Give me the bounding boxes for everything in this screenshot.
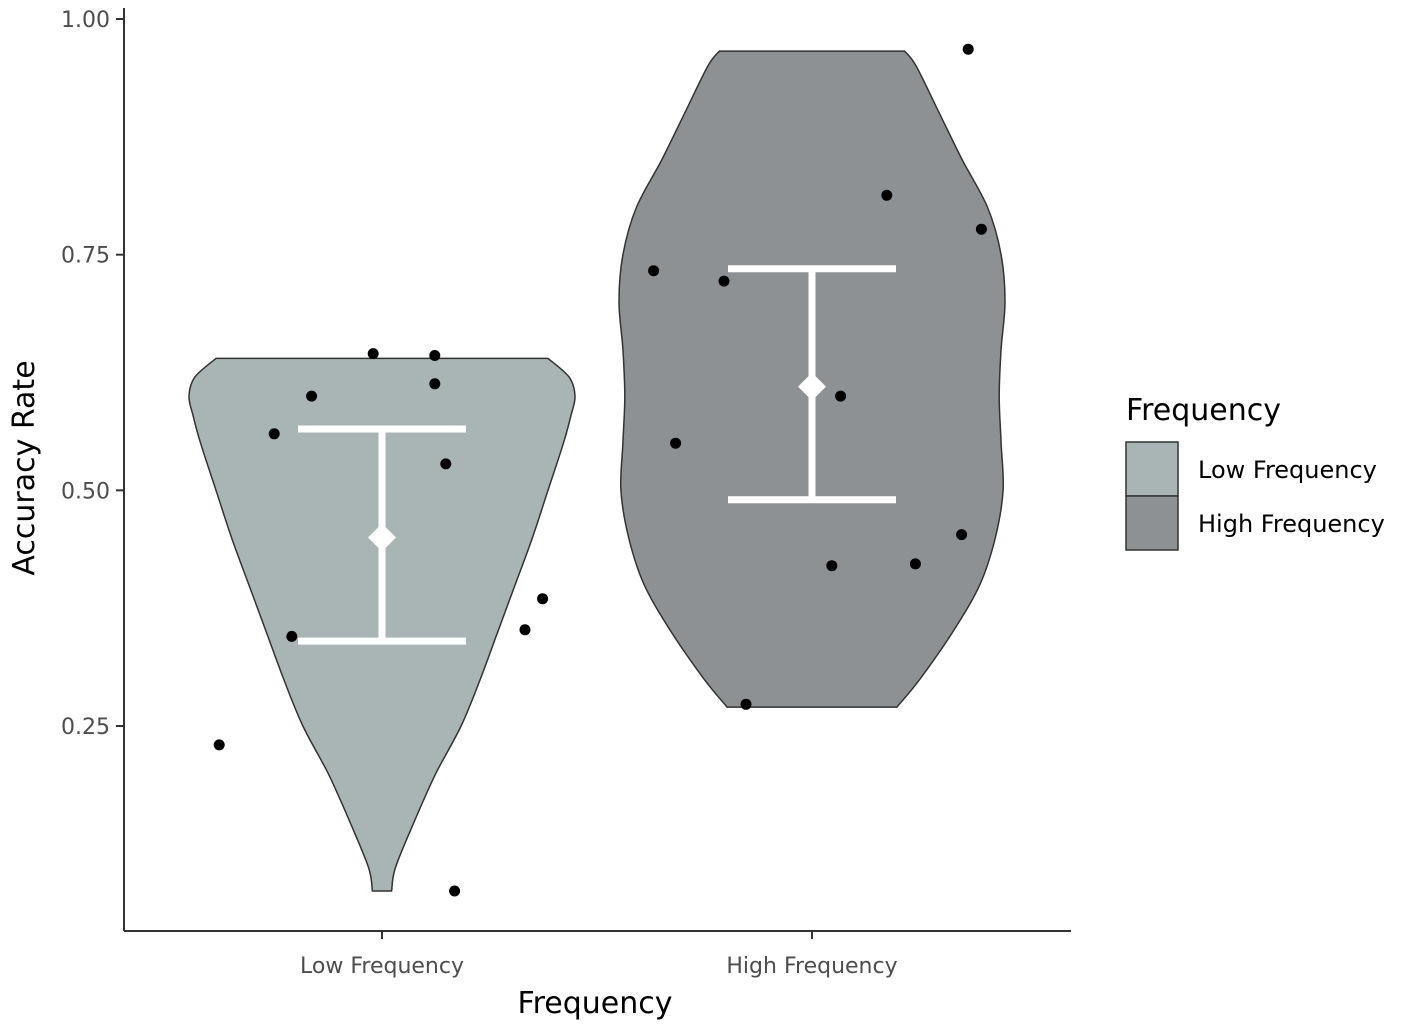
legend-label: Low Frequency (1198, 456, 1377, 484)
data-point (519, 624, 531, 636)
y-tick-label: 0.25 (61, 715, 110, 740)
x-tick-label: High Frequency (726, 954, 897, 979)
x-ticks-layer: Low Frequency High Frequency (300, 931, 898, 979)
data-point (429, 378, 441, 390)
legend-label: High Frequency (1198, 510, 1385, 538)
data-point (740, 698, 752, 710)
data-point (881, 189, 893, 201)
data-point (268, 428, 280, 440)
mean-marker (368, 523, 396, 552)
violins-layer (188, 50, 1006, 892)
data-point (835, 390, 847, 402)
legend-key-high-frequency (1125, 495, 1179, 551)
x-axis-title: Frequency (518, 986, 673, 1021)
data-point (670, 437, 682, 449)
data-point (429, 350, 441, 361)
points-layer (213, 43, 987, 897)
data-point (537, 593, 549, 605)
y-tick-label: 0.50 (61, 479, 110, 504)
data-point (286, 630, 298, 642)
axes-layer (123, 8, 1071, 932)
legend-key-low-frequency (1125, 441, 1179, 497)
data-point (449, 885, 461, 897)
data-point (909, 558, 921, 570)
y-tick-label: 0.75 (61, 244, 110, 269)
data-point (306, 390, 318, 402)
mean-marker (798, 372, 826, 401)
y-tick-label: 1.00 (61, 8, 110, 33)
data-point (213, 739, 225, 751)
x-tick-label: Low Frequency (300, 954, 464, 979)
data-point (962, 43, 974, 55)
data-point (956, 529, 968, 541)
y-ticks-layer: 0.25 0.50 0.75 1.00 (61, 8, 124, 740)
y-axis-title: Accuracy Rate (7, 360, 42, 575)
data-point (648, 265, 660, 277)
data-point (975, 223, 987, 235)
data-point (826, 560, 838, 572)
data-point (440, 458, 452, 470)
legend-title: Frequency (1126, 393, 1281, 428)
data-point (367, 348, 379, 360)
data-point (718, 275, 730, 287)
summary-layer (298, 265, 896, 645)
